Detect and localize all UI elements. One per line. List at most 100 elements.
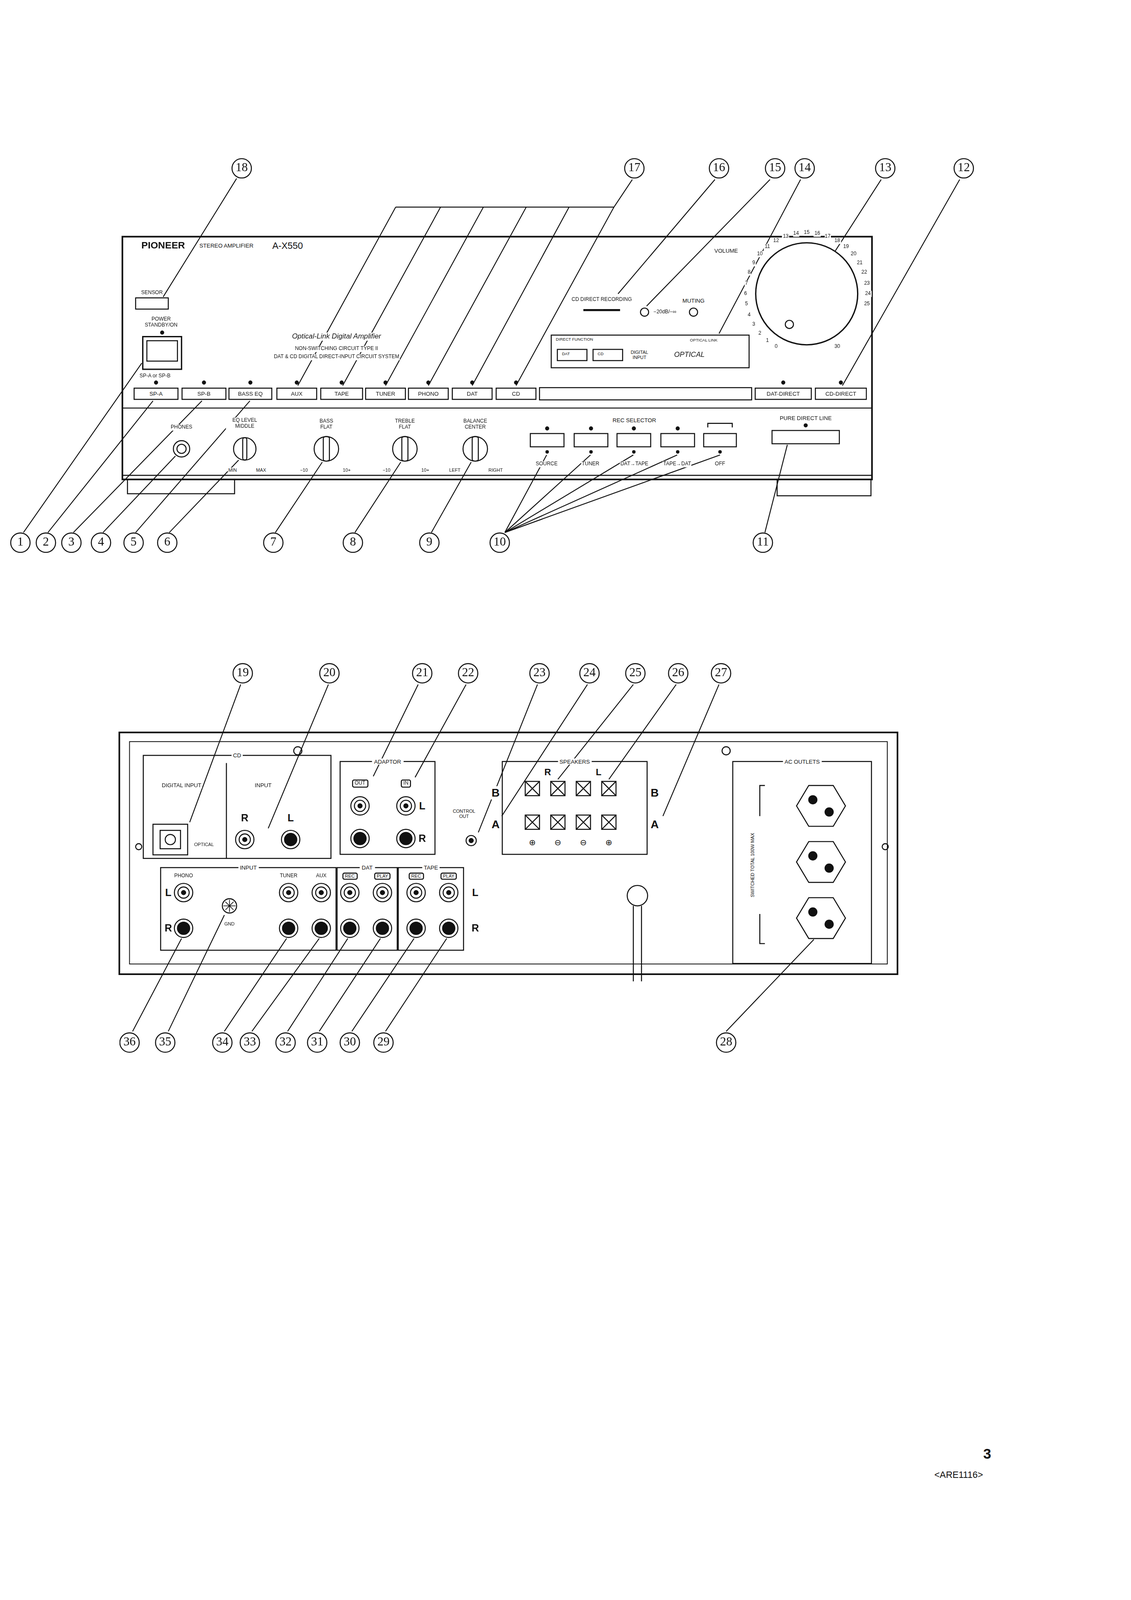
leader-line (835, 179, 882, 251)
volume-knob (755, 242, 858, 345)
callout-number: 4 (90, 532, 112, 553)
ac-outlet (824, 919, 834, 928)
indicator-led (676, 426, 680, 430)
control-out-jack (466, 835, 477, 846)
rear-panel (119, 732, 898, 974)
leader-line (478, 684, 538, 832)
front-controls (583, 308, 621, 312)
power-cord (632, 905, 634, 982)
rca-jack (396, 829, 416, 848)
power-cord (627, 885, 648, 906)
scale-number: 22 (860, 269, 868, 276)
button-label: DAT (562, 351, 570, 357)
button-label: CD-DIRECT (825, 390, 857, 397)
push-button: TUNER (364, 387, 406, 400)
callout-number: 18 (231, 157, 252, 179)
callout-number: 36 (119, 1031, 140, 1053)
rec-selector-button (718, 450, 722, 454)
indicator-led (804, 423, 808, 427)
panel-label: RIGHT (487, 467, 504, 473)
rca-jack (177, 921, 190, 935)
sensor-window (135, 297, 169, 309)
callout-number: 11 (752, 532, 774, 553)
front-controls (689, 308, 698, 317)
callout-number: 8 (342, 532, 364, 553)
button-label: DIRECT FUNCTION (555, 337, 593, 343)
leader-line (385, 938, 447, 1031)
optical-jack (152, 824, 188, 855)
speaker-terminal (525, 814, 540, 829)
indicator-led (248, 381, 252, 385)
panel-label: OPTICAL (673, 350, 706, 359)
scale-number: 15 (803, 229, 811, 236)
ac-outlet (796, 897, 846, 939)
speaker-terminal (576, 814, 591, 829)
ground-terminal (222, 898, 237, 913)
indicator-led (154, 381, 843, 431)
rca-jack (343, 886, 356, 898)
push-button: DAT (556, 348, 588, 362)
panel-label: L (164, 886, 172, 898)
pure-direct-button (772, 430, 840, 444)
scale-number: 3 (751, 321, 756, 328)
rca-jack (347, 890, 353, 895)
ac-outlet (824, 863, 834, 872)
speaker-terminal (576, 814, 591, 829)
speaker-terminal (601, 781, 616, 796)
ac-outlet (824, 807, 834, 817)
push-button: DAT-DIRECT (754, 387, 812, 400)
rec-selector-button (617, 433, 651, 447)
rotary-knob (314, 436, 339, 461)
panel-label: PLAY (440, 872, 458, 880)
rotary-knob (242, 437, 248, 461)
rca-jack (311, 883, 331, 902)
rca-jack (446, 890, 452, 895)
panel-label: REC (408, 872, 424, 880)
panel-label: Optical-Link Digital Amplifier (291, 332, 382, 341)
power-cord (641, 905, 642, 982)
callout-number: 28 (715, 1031, 737, 1053)
rca-jack (373, 918, 392, 938)
scale-number: 19 (842, 243, 850, 250)
callout-number: 10 (489, 532, 511, 553)
panel-label: 3 (982, 1445, 992, 1462)
panel-label: DIGITAL INPUT (626, 349, 653, 361)
leader-line (504, 454, 591, 533)
callout-number: 17 (623, 157, 645, 179)
callout-number: 33 (239, 1031, 261, 1053)
panel-label: 10+ (342, 467, 352, 473)
leader-line (23, 178, 960, 533)
group-heading: ADAPTOR (372, 758, 404, 765)
push-button: AUX (276, 387, 318, 400)
rca-jack (354, 800, 366, 812)
panel-label: A (650, 817, 659, 831)
panel-label: ⊖ (579, 837, 588, 848)
callout-number: 30 (339, 1031, 361, 1053)
panel-label: −20dB/−∞ (652, 308, 677, 315)
rca-jack (239, 833, 251, 845)
rca-jack (235, 830, 254, 849)
panel-label: NON-SWITCHING CIRCUIT TYPE II (294, 345, 379, 352)
callout-number: 2 (35, 532, 57, 553)
rca-jack (311, 918, 331, 938)
callout-number: 24 (579, 662, 600, 684)
rca-jack (177, 886, 190, 898)
rear-panel (119, 732, 898, 974)
rca-jack (439, 918, 458, 938)
scale-number: 7 (744, 279, 749, 286)
rca-jack (413, 890, 419, 895)
rotary-knob (323, 436, 330, 461)
panel-label: OPTICAL (193, 841, 215, 847)
rotary-knob (233, 436, 488, 461)
panel-label: ⊖ (553, 837, 562, 848)
ac-outlet (808, 795, 834, 929)
rca-jack (400, 800, 412, 812)
panel-label: L (595, 766, 603, 778)
scale-number: 13 (782, 233, 790, 240)
rear-panel (225, 762, 227, 859)
speaker-terminal (550, 781, 565, 796)
leader-line (351, 938, 414, 1031)
panel-label: SWITCHED TOTAL 100W MAX (749, 823, 755, 907)
push-button: PHONO (408, 387, 449, 400)
